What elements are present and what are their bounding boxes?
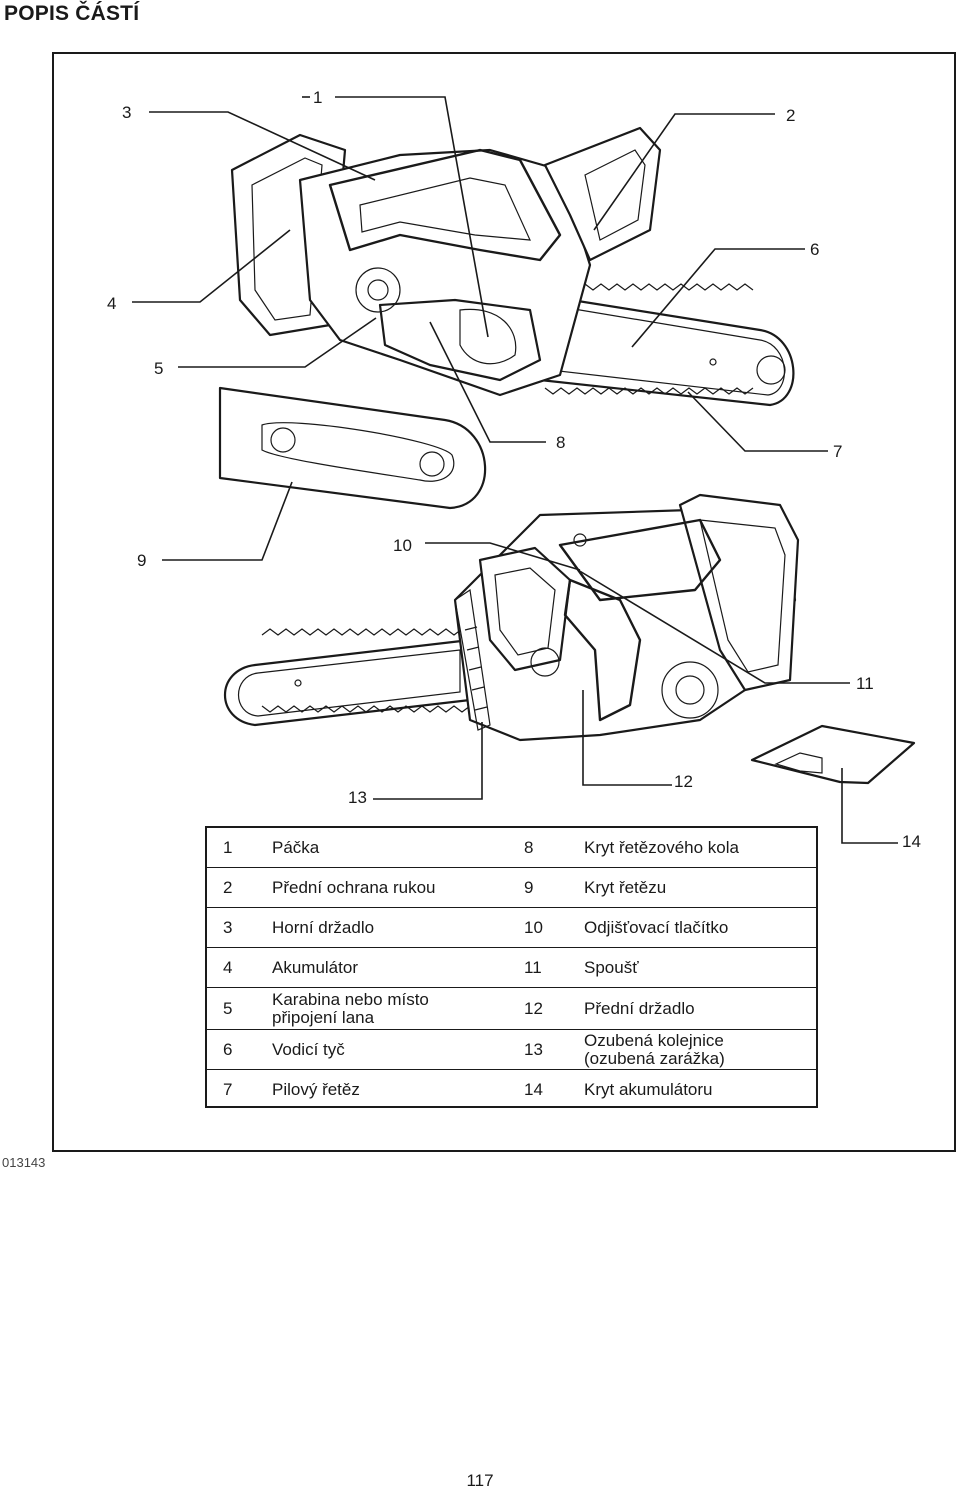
legend-part-name: Karabina nebo místo připojení lana [272, 989, 429, 1027]
legend-row: 1 Páčka 8 Kryt řetězového kola [207, 828, 816, 868]
legend-number: 2 [223, 877, 233, 897]
legend-number: 11 [524, 957, 542, 977]
legend-part-name: Páčka [272, 837, 320, 857]
legend-part-name: Kryt akumulátoru [584, 1080, 713, 1100]
legend-number: 9 [524, 877, 534, 897]
legend-part-name: Ozubená kolejnice (ozubená zarážka) [584, 1030, 725, 1068]
callout-12: 12 [674, 772, 693, 791]
legend-number: 6 [223, 1039, 233, 1059]
page-heading: POPIS ČÁSTÍ [4, 2, 140, 25]
callout-13: 13 [348, 788, 367, 807]
legend-number: 14 [524, 1080, 543, 1100]
legend-part-name: Spoušť [584, 957, 639, 977]
legend-number: 1 [223, 837, 233, 857]
callout-5: 5 [154, 359, 164, 378]
figure-code: 013143 [2, 1155, 46, 1170]
legend-part-name: Odjišťovací tlačítko [584, 917, 729, 937]
legend-part-name: Kryt řetězu [584, 877, 667, 897]
parts-legend-table: 1 Páčka 8 Kryt řetězového kola 2 Přední … [205, 826, 818, 1108]
legend-part-name: Přední držadlo [584, 998, 695, 1018]
callout-11: 11 [856, 674, 874, 693]
figure-frame [52, 52, 956, 1152]
legend-number: 4 [223, 957, 233, 977]
battery-cover-drawing [750, 724, 916, 785]
legend-part-name: Přední ochrana rukou [272, 877, 436, 897]
callout-8: 8 [556, 433, 566, 452]
page-number: 117 [466, 1471, 494, 1490]
legend-part-name: Pilový řetěz [272, 1080, 360, 1100]
callout-14: 14 [902, 832, 921, 851]
chainsaw-bottom-drawing [223, 493, 800, 742]
legend-row: 7 Pilový řetěz 14 Kryt akumulátoru [207, 1070, 816, 1110]
legend-number: 12 [524, 998, 543, 1018]
callout-4: 4 [107, 294, 117, 313]
parts-illustration [132, 96, 916, 844]
legend-part-name: Kryt řetězového kola [584, 837, 739, 857]
legend-row: 6 Vodicí tyč 13 Ozubená kolejnice (ozube… [207, 1030, 816, 1070]
callout-3: 3 [122, 103, 132, 122]
legend-number: 10 [524, 917, 543, 937]
legend-part-name: Vodicí tyč [272, 1039, 345, 1059]
callout-7: 7 [833, 442, 843, 461]
callout-6: 6 [810, 240, 820, 259]
legend-number: 7 [223, 1080, 233, 1100]
legend-row: 2 Přední ochrana rukou 9 Kryt řetězu [207, 868, 816, 908]
legend-part-name: Akumulátor [272, 957, 358, 977]
legend-part-name: Horní držadlo [272, 917, 375, 937]
legend-number: 3 [223, 917, 233, 937]
chainsaw-top-drawing [230, 126, 795, 407]
callout-2: 2 [786, 106, 796, 125]
chain-cover-drawing [218, 386, 487, 510]
legend-number: 8 [524, 837, 534, 857]
legend-number: 5 [223, 998, 233, 1018]
callout-9: 9 [137, 551, 147, 570]
legend-row: 4 Akumulátor 11 Spoušť [207, 948, 816, 988]
callout-1: 1 [313, 88, 323, 107]
callout-10: 10 [393, 536, 412, 555]
legend-number: 13 [524, 1039, 543, 1059]
leader-lines [132, 96, 898, 844]
legend-row: 5 Karabina nebo místo připojení lana 12 … [207, 988, 816, 1030]
legend-row: 3 Horní držadlo 10 Odjišťovací tlačítko [207, 908, 816, 948]
